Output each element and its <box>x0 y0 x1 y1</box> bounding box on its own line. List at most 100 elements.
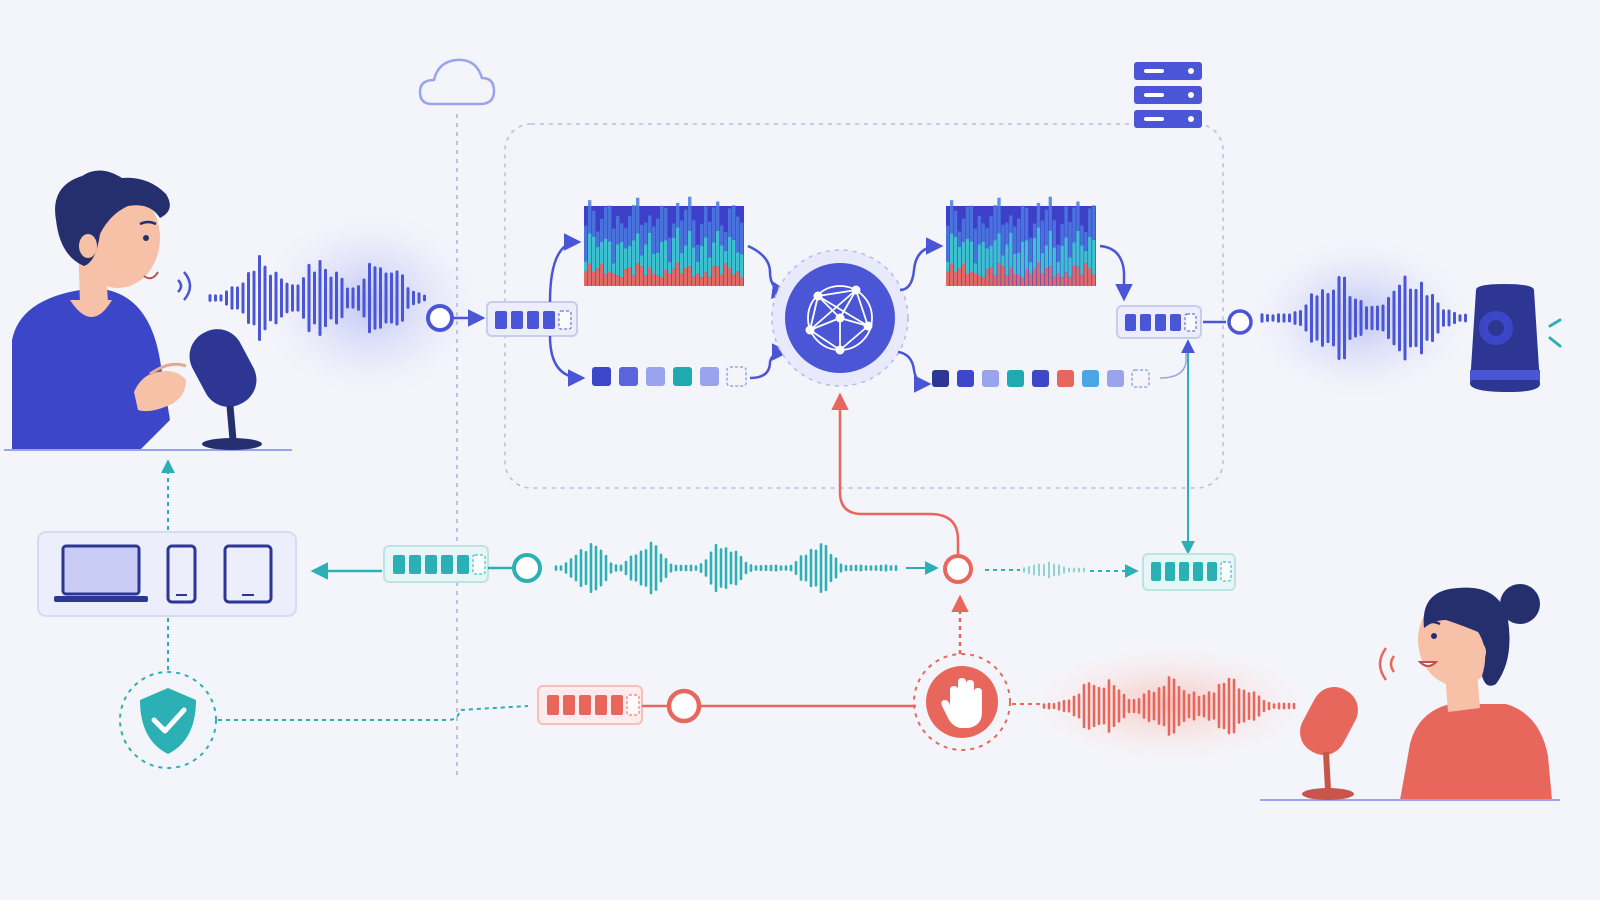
spectrogram-cell <box>724 232 728 252</box>
spectrogram-cell <box>1001 266 1005 286</box>
interrupt-node[interactable] <box>666 688 702 724</box>
spectrogram-cell <box>989 267 993 286</box>
buffer-cell-filled <box>393 555 405 574</box>
output-node[interactable] <box>1227 309 1253 335</box>
spectrogram-cell <box>588 233 592 264</box>
spectrogram-cell <box>1076 230 1080 267</box>
token <box>619 367 638 386</box>
spectrogram-cell <box>997 233 1001 264</box>
token <box>1057 370 1074 387</box>
processing-region <box>504 123 1224 489</box>
shield-check-icon <box>119 671 217 769</box>
spectrogram-cell <box>612 228 616 264</box>
spectrogram-cell <box>1028 262 1033 274</box>
buffer-cell-empty <box>472 554 486 575</box>
spectrogram-cell <box>1088 208 1092 237</box>
spectrogram-cell <box>1084 251 1088 264</box>
spectrogram-cell <box>732 274 736 286</box>
neural-network-icon[interactable] <box>771 249 909 387</box>
spectrogram-cell <box>724 251 728 264</box>
buffer-cell-filled <box>527 311 539 329</box>
spectrogram-cell <box>1084 263 1088 286</box>
sound-waves-icon <box>1378 647 1396 681</box>
spectrogram-cell <box>632 240 636 276</box>
spectrogram-cell <box>604 274 608 286</box>
return-node[interactable] <box>512 553 542 583</box>
spectrogram-cell <box>708 276 712 286</box>
spectrogram-cell <box>700 224 704 246</box>
spectrogram-cell <box>1017 252 1021 275</box>
spectrogram-cell <box>648 232 652 268</box>
spectrogram-cell <box>1088 236 1092 269</box>
spectrogram-cell <box>604 207 608 239</box>
spectrogram-cell <box>1036 262 1041 286</box>
spectrogram-cell <box>1024 269 1029 286</box>
decoder-buffer <box>1116 305 1202 339</box>
output-spectrogram <box>946 196 1096 286</box>
spectrogram-cell <box>724 263 728 286</box>
spectrogram-cell <box>1017 218 1021 253</box>
buffer-cell-filled <box>595 695 607 715</box>
spectrogram-cell <box>716 230 720 267</box>
hand-stop-icon[interactable] <box>913 653 1011 751</box>
spectrogram-cell <box>1080 245 1084 275</box>
spectrogram-cell <box>668 262 672 274</box>
spectrogram-cell <box>636 263 640 286</box>
spectrogram-cell <box>640 266 644 286</box>
input-waveform <box>208 212 480 396</box>
spectrogram-cell <box>676 227 680 263</box>
spectrogram-cell <box>648 215 652 233</box>
spectrogram-cell <box>1040 272 1045 286</box>
spectrogram-cell <box>1048 230 1052 267</box>
buffer-cell-filled <box>543 311 555 329</box>
spectrogram-cell <box>977 275 981 286</box>
spectrogram-cell <box>652 226 656 254</box>
token <box>673 367 692 386</box>
spectrogram-cell <box>1064 237 1068 273</box>
interrupt-junction-node[interactable] <box>943 554 973 584</box>
spectrogram-cell <box>608 271 612 286</box>
spectrogram-cell <box>1052 276 1056 286</box>
spectrogram-cell <box>1064 206 1068 238</box>
spectrogram-cell <box>1064 272 1068 286</box>
spectrogram-cell <box>1052 247 1056 277</box>
buffer-cell-filled <box>1165 562 1175 581</box>
spectrogram-cell <box>957 268 962 286</box>
spectrogram-cell <box>1056 244 1060 262</box>
spectrogram-cell <box>644 275 648 286</box>
spectrogram-cell <box>628 245 632 268</box>
spectrogram-cell <box>1068 257 1072 277</box>
spectrogram-cell <box>1001 255 1005 267</box>
token <box>1107 370 1124 387</box>
microphone-icon <box>189 329 262 450</box>
spectrogram-cell <box>965 238 970 275</box>
spectrogram-cell <box>672 268 676 286</box>
spectrogram-cell <box>712 265 716 286</box>
spectrogram-cell <box>965 207 970 239</box>
spectrogram-cell <box>716 266 720 286</box>
spectrogram-cell <box>1084 232 1088 252</box>
spectrogram-cell <box>592 210 596 237</box>
spectrogram-cell <box>620 277 624 286</box>
spectrogram-cell <box>1040 220 1045 254</box>
spectrogram-cell <box>973 263 977 274</box>
spectrogram-cell <box>1040 253 1045 273</box>
spectrogram-cell <box>1060 245 1064 278</box>
buffer-cell-filled <box>409 555 421 574</box>
input-node[interactable] <box>426 304 454 332</box>
spectrogram-cell <box>596 231 600 248</box>
spectrogram-cell <box>981 223 985 242</box>
spectrogram-cell <box>1056 261 1060 274</box>
spectrogram-cell <box>620 223 624 242</box>
spectrogram-cell <box>600 218 604 242</box>
interrupt-waveform <box>1030 646 1310 762</box>
spectrogram-cell <box>696 261 700 274</box>
spectrogram-cell <box>648 267 652 286</box>
spectrogram-cell <box>740 254 744 278</box>
token <box>646 367 665 386</box>
spectrogram-cell <box>684 245 688 269</box>
spectrogram-cell <box>728 208 732 237</box>
spectrogram-cell <box>1032 268 1037 286</box>
spectrogram-cell <box>946 271 950 286</box>
